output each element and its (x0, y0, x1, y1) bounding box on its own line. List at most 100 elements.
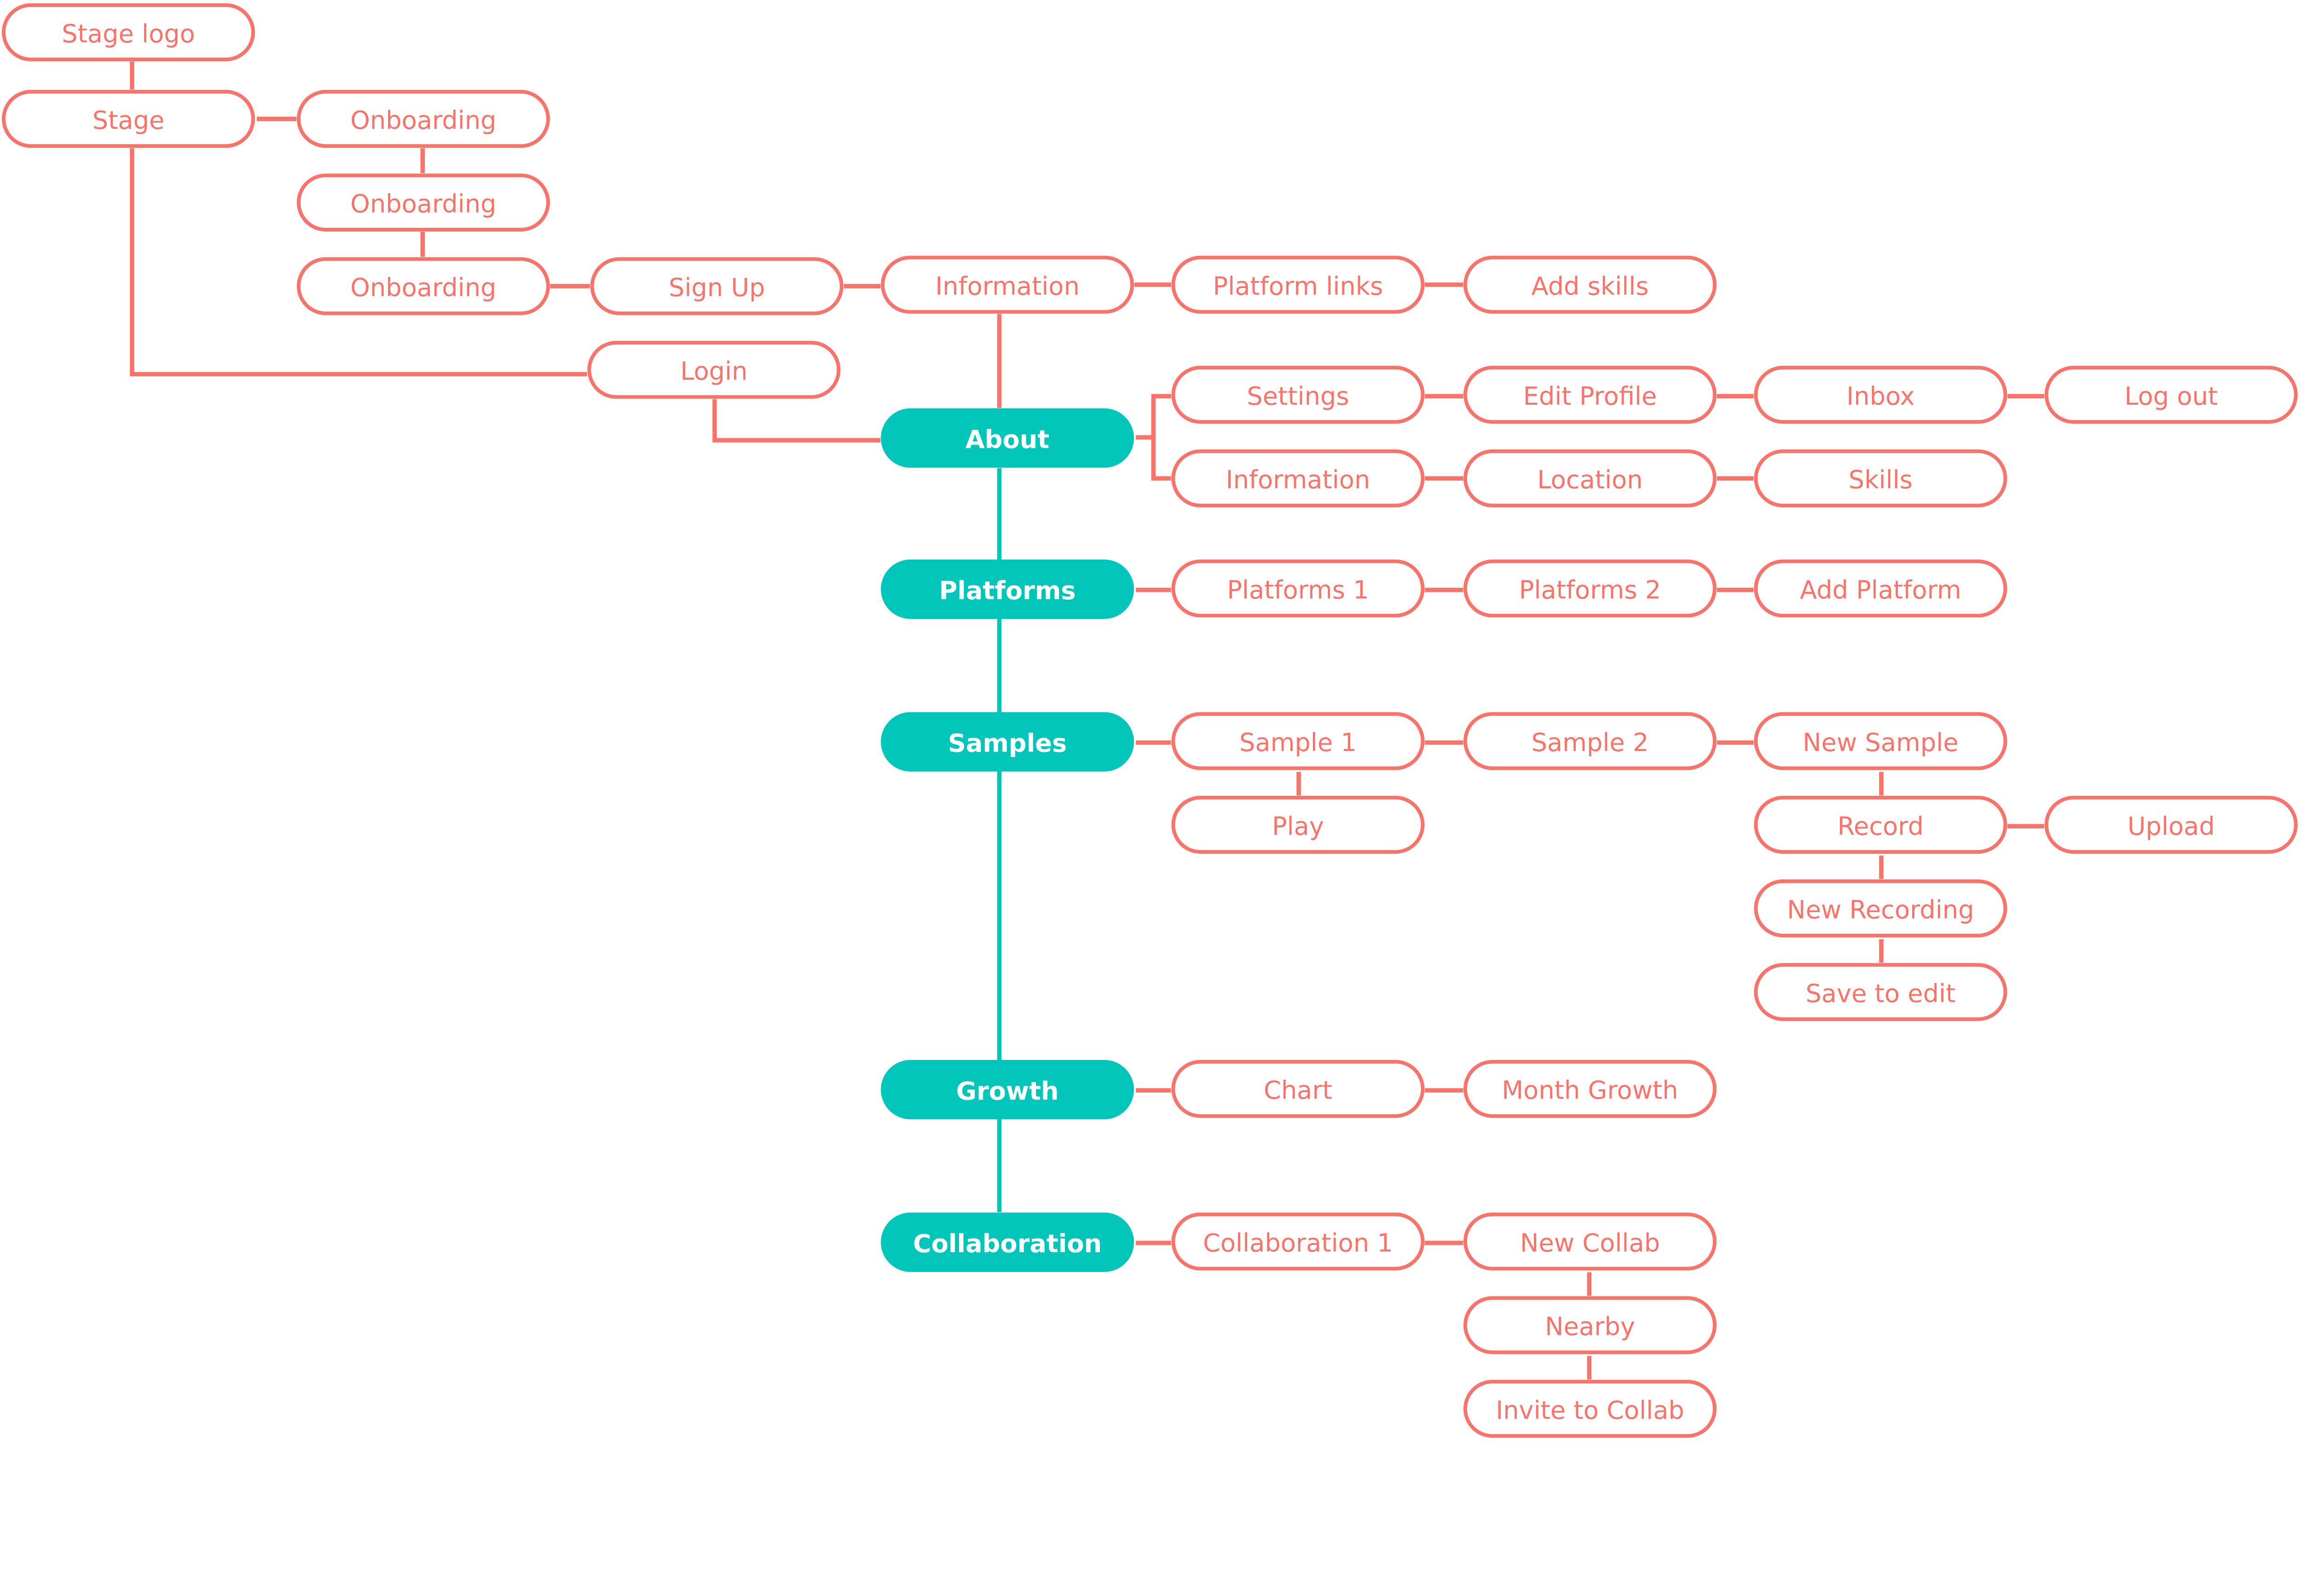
node-box (1463, 1296, 1717, 1354)
node-label: Login (680, 357, 747, 386)
node-label: Platform links (1213, 272, 1383, 301)
node-label: Onboarding (350, 190, 496, 219)
node-box (587, 341, 841, 399)
node-box (1, 90, 255, 148)
node-information-top[interactable]: Information (881, 255, 1134, 314)
node-label: Onboarding (350, 106, 496, 135)
node-new-collab[interactable]: New Collab (1463, 1212, 1717, 1271)
connectors (130, 61, 2044, 1380)
node-sign-up[interactable]: Sign Up (590, 257, 844, 315)
node-label: Invite to Collab (1496, 1396, 1684, 1425)
node-label: About (965, 425, 1049, 454)
node-onboarding-1[interactable]: Onboarding (296, 90, 550, 148)
node-box (881, 408, 1134, 468)
node-box (1463, 449, 1717, 508)
node-label: New Recording (1787, 896, 1974, 925)
node-box (881, 712, 1134, 772)
node-log-out[interactable]: Log out (2044, 365, 2298, 424)
node-location[interactable]: Location (1463, 449, 1717, 508)
node-box (1754, 712, 2007, 770)
node-record[interactable]: Record (1754, 796, 2007, 854)
node-invite-to-collab[interactable]: Invite to Collab (1463, 1380, 1717, 1438)
node-label: Upload (2128, 812, 2215, 841)
node-label: Record (1838, 812, 1924, 841)
node-box (1171, 449, 1425, 508)
connector-line (712, 399, 881, 443)
node-about[interactable]: About (881, 408, 1134, 468)
node-box (1754, 365, 2007, 424)
node-inbox[interactable]: Inbox (1754, 365, 2007, 424)
node-save-to-edit[interactable]: Save to edit (1754, 963, 2007, 1021)
node-box (2044, 365, 2298, 424)
node-edit-profile[interactable]: Edit Profile (1463, 365, 1717, 424)
node-label: Information (935, 272, 1080, 301)
node-add-skills[interactable]: Add skills (1463, 255, 1717, 314)
node-box (296, 173, 550, 232)
node-chart[interactable]: Chart (1171, 1060, 1425, 1118)
node-month-growth[interactable]: Month Growth (1463, 1060, 1717, 1118)
node-box (1754, 879, 2007, 937)
node-add-platform[interactable]: Add Platform (1754, 559, 2007, 618)
node-collaboration-1[interactable]: Collaboration 1 (1171, 1212, 1425, 1271)
node-upload[interactable]: Upload (2044, 796, 2298, 854)
node-label: Log out (2124, 382, 2218, 411)
node-box (590, 257, 844, 315)
node-stage[interactable]: Stage (1, 90, 255, 148)
node-label: Add skills (1531, 272, 1648, 301)
node-new-sample[interactable]: New Sample (1754, 712, 2007, 770)
node-label: Location (1537, 465, 1642, 494)
node-sample-1[interactable]: Sample 1 (1171, 712, 1425, 770)
node-information-about[interactable]: Information (1171, 449, 1425, 508)
node-sample-2[interactable]: Sample 2 (1463, 712, 1717, 770)
node-label: Edit Profile (1523, 382, 1657, 411)
node-stage-logo[interactable]: Stage logo (1, 3, 255, 62)
node-label: Nearby (1545, 1312, 1635, 1341)
node-settings[interactable]: Settings (1171, 365, 1425, 424)
node-login[interactable]: Login (587, 341, 841, 399)
node-label: Information (1226, 465, 1370, 494)
node-samples[interactable]: Samples (881, 712, 1134, 772)
node-onboarding-3[interactable]: Onboarding (296, 257, 550, 315)
node-box (1754, 796, 2007, 854)
node-platforms-2[interactable]: Platforms 2 (1463, 559, 1717, 618)
node-box (1463, 365, 1717, 424)
node-nearby[interactable]: Nearby (1463, 1296, 1717, 1354)
node-growth[interactable]: Growth (881, 1060, 1134, 1120)
node-box (1171, 796, 1425, 854)
node-label: Platforms 1 (1227, 575, 1369, 604)
node-label: New Collab (1520, 1228, 1660, 1257)
node-box (296, 90, 550, 148)
node-label: Platforms (939, 576, 1076, 605)
node-label: Month Growth (1502, 1076, 1678, 1105)
node-box (1, 3, 255, 62)
node-skills[interactable]: Skills (1754, 449, 2007, 508)
node-box (1463, 1212, 1717, 1271)
node-box (1463, 1380, 1717, 1438)
node-box (1463, 255, 1717, 314)
node-box (1171, 559, 1425, 618)
node-platforms[interactable]: Platforms (881, 559, 1134, 619)
node-label: Sign Up (669, 273, 765, 302)
node-label: Platforms 2 (1519, 575, 1661, 604)
node-label: Stage logo (62, 19, 195, 48)
node-box (1754, 449, 2007, 508)
node-label: Skills (1849, 465, 1913, 494)
connector-line (130, 148, 587, 376)
node-box (1171, 1212, 1425, 1271)
node-label: Collaboration (913, 1229, 1102, 1258)
connector-line (1151, 394, 1171, 481)
node-new-recording[interactable]: New Recording (1754, 879, 2007, 937)
node-label: Samples (948, 729, 1067, 758)
node-onboarding-2[interactable]: Onboarding (296, 173, 550, 232)
node-label: Settings (1247, 382, 1349, 411)
node-label: Save to edit (1805, 979, 1955, 1008)
node-collaboration[interactable]: Collaboration (881, 1212, 1134, 1272)
node-label: Stage (93, 106, 165, 135)
node-box (1754, 963, 2007, 1021)
node-label: New Sample (1803, 728, 1959, 757)
node-box (1171, 712, 1425, 770)
node-platforms-1[interactable]: Platforms 1 (1171, 559, 1425, 618)
node-play[interactable]: Play (1171, 796, 1425, 854)
node-platform-links[interactable]: Platform links (1171, 255, 1425, 314)
